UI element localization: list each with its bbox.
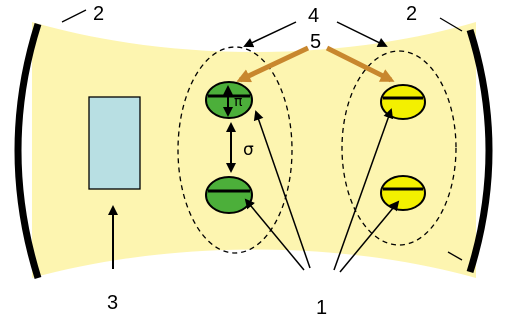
label4-arrow-right: [336, 21, 388, 47]
label-mirror-left: 2: [93, 3, 104, 25]
atom-arrow-2: [244, 198, 305, 271]
label-mirror-right: 2: [406, 3, 417, 25]
yellow-atom-bottom: [380, 175, 426, 211]
green-atom-bottom: [205, 176, 253, 214]
right-mirror: [466, 28, 493, 274]
atom-pair-ellipse-left: [177, 46, 293, 254]
mirror-right-lower-leader: [447, 251, 463, 261]
crystal-block: [88, 96, 141, 190]
label-crystal: 3: [107, 292, 118, 314]
label4-arrow-left: [243, 21, 297, 48]
atom-arrow-1: [253, 110, 311, 269]
atom-pair-ellipse-right: [341, 50, 457, 246]
left-mirror: [14, 22, 42, 280]
label-beams: 5: [310, 31, 321, 53]
beam-arrow-left: [236, 45, 310, 83]
atom-arrow-4: [339, 200, 400, 273]
label-atom-pairs: 4: [308, 5, 319, 27]
atom-arrow-3: [333, 108, 394, 271]
mirror-left-leader: [61, 9, 87, 23]
label-atoms: 1: [316, 297, 327, 319]
mirror-right-leader: [439, 17, 463, 32]
cavity-mode-region: [32, 22, 476, 278]
pi-symbol: π: [234, 94, 243, 110]
beam-arrow-right: [325, 45, 395, 83]
sigma-symbol: σ: [243, 140, 254, 160]
yellow-atom-top: [380, 84, 426, 120]
